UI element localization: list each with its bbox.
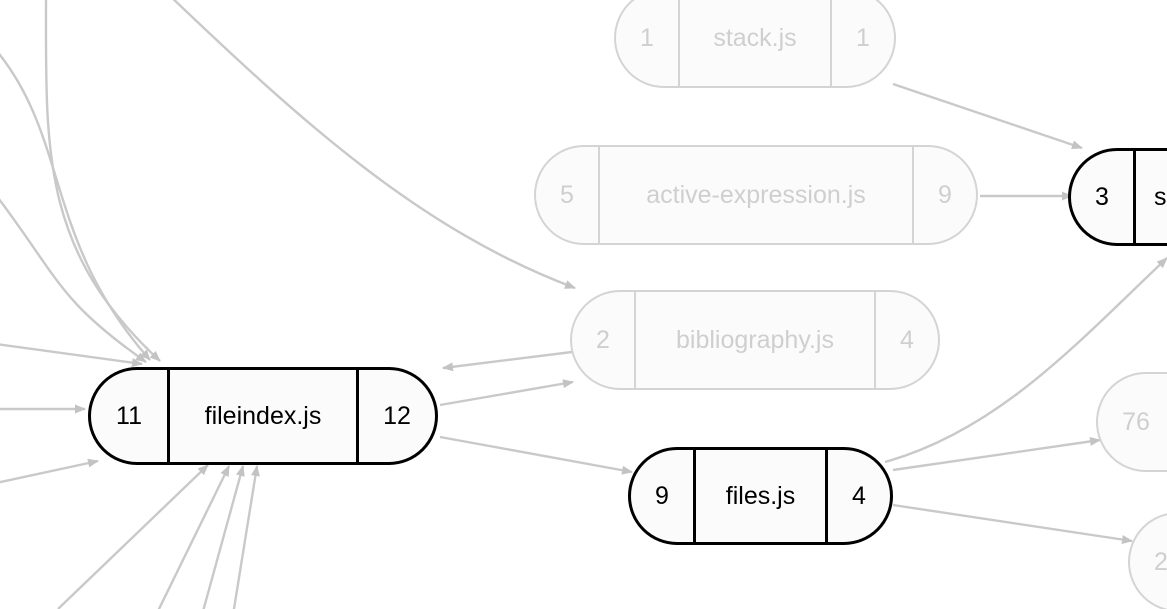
node-label: files.js	[693, 450, 828, 542]
edge-offscreen-bottom-to-fileindex-4	[232, 465, 260, 609]
graph-node-clipped-right-mid[interactable]: 76	[1096, 372, 1167, 472]
graph-node-active-expression-js[interactable]: 5 active-expression.js 9	[534, 145, 978, 245]
node-outgoing-count: 4	[900, 325, 914, 354]
edge-fileindex-to-bibliography	[439, 379, 574, 407]
node-label: active-expression.js	[598, 147, 914, 243]
node-incoming-count: 3	[1095, 182, 1109, 211]
edge-files-to-right-mid-node	[892, 436, 1101, 472]
node-label: s	[1133, 151, 1167, 243]
node-incoming-count: 76	[1122, 407, 1150, 436]
graph-node-clipped-right-top[interactable]: 3 s	[1068, 148, 1167, 246]
edge-offscreen-left-to-fileindex-3	[0, 458, 99, 484]
edge-files-to-right-bottom-node	[892, 503, 1133, 544]
node-label: fileindex.js	[167, 370, 359, 462]
edge-files-to-offscreen-top-right	[884, 257, 1167, 464]
graph-node-fileindex-js[interactable]: 11 fileindex.js 12	[88, 367, 438, 465]
node-incoming-count: 11	[116, 401, 142, 430]
node-label: stack.js	[678, 0, 832, 86]
node-outgoing-count: 4	[852, 481, 866, 510]
graph-node-files-js[interactable]: 9 files.js 4	[628, 447, 893, 545]
edge-fileindex-to-files	[439, 435, 633, 475]
node-incoming-count: 2	[596, 325, 610, 354]
edge-offscreen-bottom-to-fileindex-3	[202, 465, 245, 609]
graph-node-bibliography-js[interactable]: 2 bibliography.js 4	[570, 290, 940, 390]
graph-node-clipped-right-bottom[interactable]: 2	[1128, 512, 1167, 609]
edge-offscreen-left-to-fileindex-1	[0, 343, 143, 368]
node-label: bibliography.js	[634, 292, 876, 388]
node-outgoing-count: 1	[856, 23, 870, 52]
node-incoming-count: 5	[560, 180, 574, 209]
edge-offscreen-bottom-to-fileindex-1	[57, 464, 209, 609]
edge-offscreen-top-to-fileindex-3	[0, 198, 147, 363]
node-incoming-count: 1	[640, 23, 654, 52]
node-outgoing-count: 12	[383, 401, 411, 430]
edge-bibliography-to-fileindex	[442, 350, 573, 372]
edge-offscreen-top-to-fileindex-1	[44, 0, 161, 362]
edge-stack-to-right-node	[892, 82, 1083, 150]
node-incoming-count: 2	[1154, 547, 1167, 576]
graph-node-stack-js[interactable]: 1 stack.js 1	[614, 0, 896, 88]
edge-offscreen-topleft-to-bibliography	[172, 0, 576, 290]
edge-offscreen-bottom-to-fileindex-2	[157, 465, 231, 609]
node-incoming-count: 9	[655, 481, 669, 510]
edge-offscreen-top-to-fileindex-2	[0, 53, 151, 361]
node-outgoing-count: 9	[938, 180, 952, 209]
